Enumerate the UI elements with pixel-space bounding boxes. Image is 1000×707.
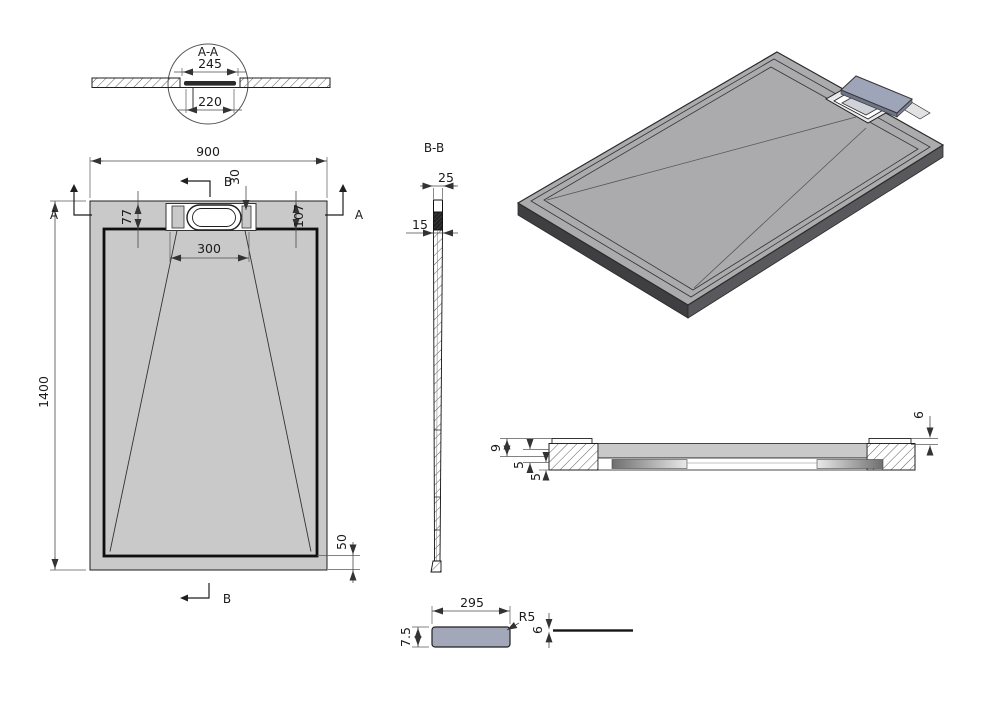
profile-foot bbox=[430, 560, 442, 573]
marker-b-top-label: B bbox=[224, 175, 232, 189]
section-bb-view: B-B 25 15 bbox=[406, 141, 458, 573]
dim-7-5: 7.5 bbox=[398, 626, 429, 648]
dim-300-label: 300 bbox=[197, 241, 221, 256]
slope-line-right bbox=[244, 230, 312, 552]
dim-77: 77 bbox=[119, 191, 142, 248]
side-cut-left bbox=[548, 443, 599, 471]
section-bb-title: B-B bbox=[424, 141, 444, 155]
drain-cover-section bbox=[184, 81, 236, 86]
section-aa-title: A-A bbox=[198, 45, 219, 59]
marker-b-bottom-label: B bbox=[223, 592, 231, 606]
tray-rim-section-right bbox=[239, 77, 331, 88]
section-arrow-left-icon bbox=[180, 594, 188, 602]
dim-5a-label: 5 bbox=[511, 461, 526, 469]
profile-top-lip bbox=[433, 199, 443, 213]
dim-30: 30 bbox=[227, 169, 250, 210]
dim-900-label: 900 bbox=[196, 144, 220, 159]
dim-245-label: 245 bbox=[198, 56, 222, 71]
section-arrow-up-icon bbox=[339, 184, 347, 192]
radius-callout: R5 bbox=[506, 609, 536, 631]
dim-25: 25 bbox=[420, 170, 458, 199]
dim-9: 9 bbox=[488, 438, 552, 457]
dim-50: 50 bbox=[317, 534, 360, 583]
tray-rim-section-left bbox=[91, 77, 181, 88]
slope-line-left bbox=[109, 230, 178, 552]
dim-295: 295 bbox=[431, 595, 511, 624]
dim-5b-label: 5 bbox=[528, 473, 543, 481]
section-marker-a-right: A bbox=[325, 184, 364, 222]
tray-outline bbox=[89, 200, 328, 571]
dim-1400-label: 1400 bbox=[36, 376, 51, 408]
tray-top-face bbox=[516, 51, 945, 306]
drain-channel-right bbox=[816, 459, 884, 469]
plan-view: 900 1400 77 30 107 bbox=[36, 144, 364, 606]
drain-cover-inner bbox=[192, 208, 236, 227]
dim-6-thickness-label: 6 bbox=[530, 626, 545, 634]
dim-r5-label: R5 bbox=[519, 609, 536, 624]
dim-6-thickness: 6 bbox=[530, 613, 553, 648]
dim-5-second: 5 bbox=[528, 452, 550, 481]
side-section-view: 9 5 5 6 bbox=[488, 411, 938, 481]
dim-30-label: 30 bbox=[227, 169, 242, 185]
dim-15-label: 15 bbox=[412, 217, 428, 232]
drain-flank-right bbox=[241, 205, 252, 229]
dim-295-label: 295 bbox=[460, 595, 484, 610]
dim-107-label: 107 bbox=[291, 204, 306, 228]
dim-300: 300 bbox=[169, 232, 250, 262]
floor-crease-left bbox=[546, 116, 857, 201]
cover-plate-top bbox=[840, 75, 913, 114]
dim-15: 15 bbox=[406, 217, 458, 237]
profile-body bbox=[433, 229, 443, 562]
dim-6-edge-label: 6 bbox=[911, 411, 926, 419]
section-marker-b-top: B bbox=[180, 175, 232, 197]
tray-surface-band bbox=[597, 443, 868, 459]
dim-107: 107 bbox=[291, 191, 306, 248]
dim-77-label: 77 bbox=[119, 209, 134, 225]
section-aa-view: 245 220 A-A bbox=[91, 43, 331, 125]
cover-detail-view: 295 7.5 R5 6 bbox=[398, 595, 633, 648]
drain-cover-outer bbox=[186, 204, 242, 231]
dim-1400: 1400 bbox=[36, 200, 86, 571]
dim-9-label: 9 bbox=[488, 444, 503, 452]
marker-a-left-label: A bbox=[50, 208, 59, 222]
drain-channel-left bbox=[611, 459, 688, 469]
section-marker-b-bottom: B bbox=[180, 583, 231, 606]
dim-6-edge: 6 bbox=[911, 411, 938, 456]
profile-inner-line bbox=[436, 229, 438, 562]
dim-245: 245 bbox=[174, 56, 246, 76]
marker-a-right-label: A bbox=[355, 208, 364, 222]
dim-220: 220 bbox=[178, 89, 242, 114]
rim-lip-right bbox=[868, 438, 912, 444]
section-arrow-up-icon bbox=[70, 184, 78, 192]
dim-220-label: 220 bbox=[198, 94, 222, 109]
profile-drain-block bbox=[433, 211, 443, 231]
cover-plate-detail bbox=[431, 626, 511, 648]
section-arrow-left-icon bbox=[180, 177, 188, 185]
dim-25-label: 25 bbox=[438, 170, 454, 185]
dim-7-5-label: 7.5 bbox=[398, 627, 413, 647]
isometric-view bbox=[516, 51, 945, 319]
floor-crease-bottom bbox=[693, 127, 867, 289]
rim-lip-left bbox=[551, 438, 593, 444]
section-marker-a-left: A bbox=[50, 184, 92, 222]
cover-plate-edge-view bbox=[553, 629, 633, 632]
drain-flank-left bbox=[171, 205, 185, 229]
dim-900: 900 bbox=[89, 144, 328, 198]
dim-5-first: 5 bbox=[511, 439, 549, 473]
dim-50-label: 50 bbox=[334, 534, 349, 550]
